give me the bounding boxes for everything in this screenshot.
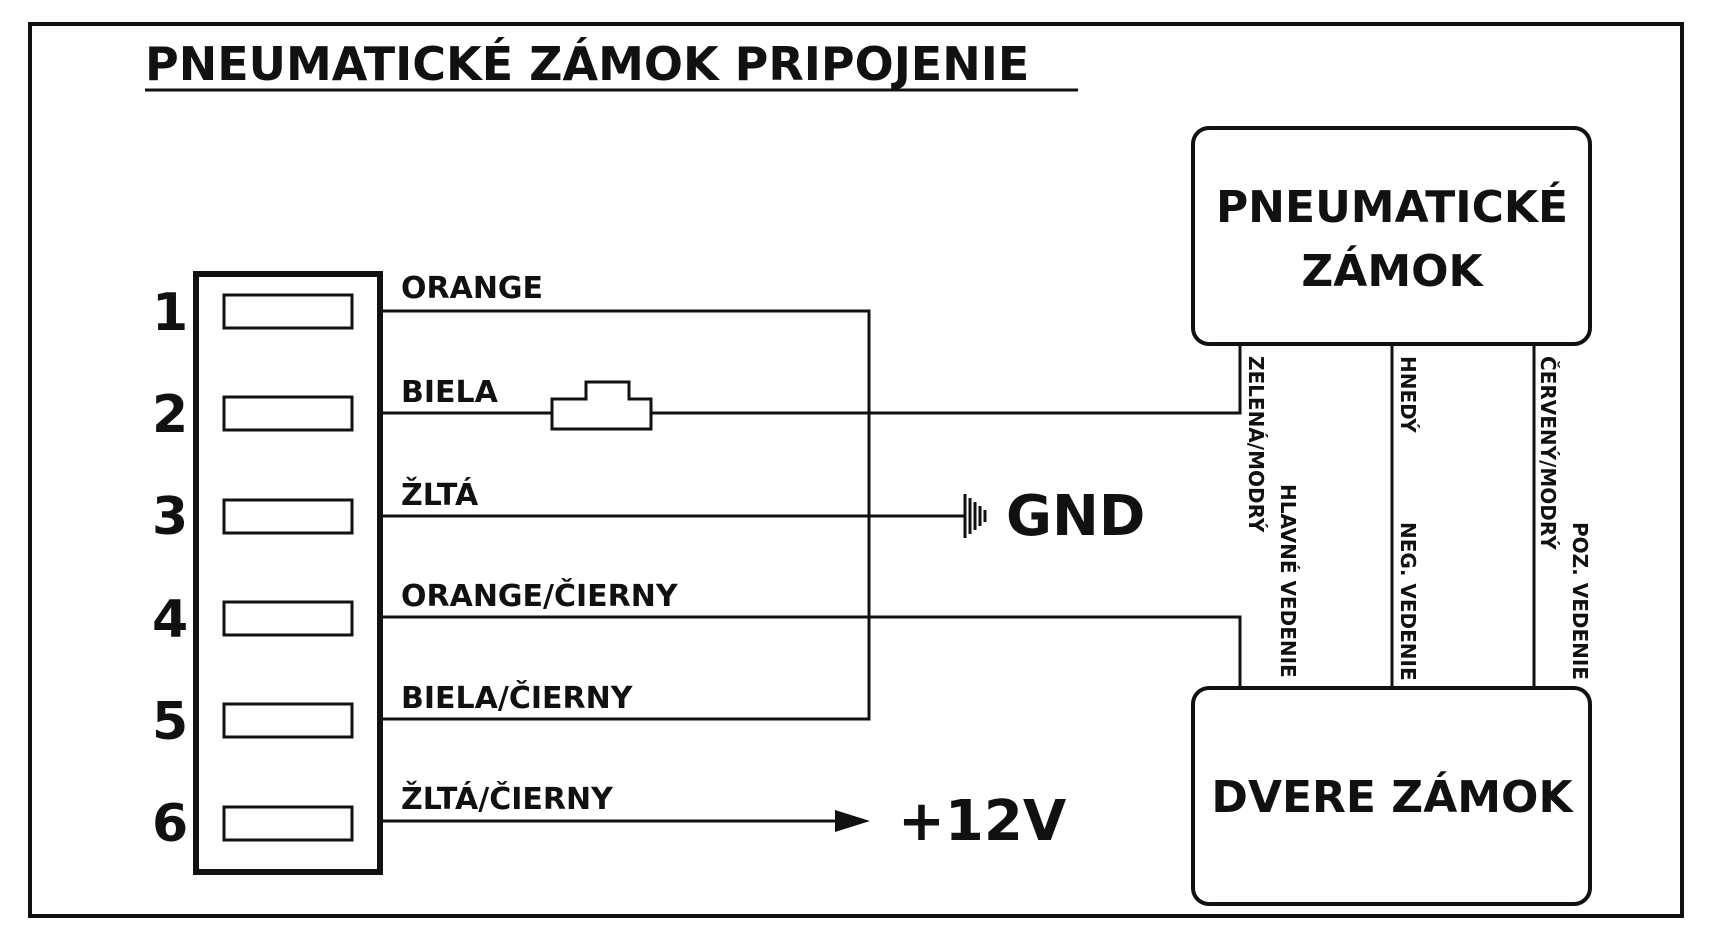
vertical-label-cerveny-modry: ČERVENÝ/MODRÝ (1536, 356, 1560, 550)
vertical-label-hlavne-vedenie: HLAVNÉ VEDENIE (1276, 484, 1300, 678)
arrow-icon (835, 810, 870, 832)
ground-icon (963, 494, 987, 538)
pin-number-1: 1 (152, 283, 188, 343)
pin-number-6: 6 (152, 794, 188, 854)
connector-slot-2 (222, 395, 354, 432)
wire-label-6: ŽLTÁ/ČIERNY (401, 780, 614, 817)
diagram-title: PNEUMATICKÉ ZÁMOK PRIPOJENIE (145, 37, 1029, 91)
door-lock-label: DVERE ZÁMOK (1211, 770, 1574, 823)
connector-slot-3 (222, 498, 354, 535)
outer-frame (28, 22, 1684, 918)
wire-label-3: ŽLTÁ (401, 477, 479, 513)
pin-number-2: 2 (152, 385, 188, 445)
connector-slot-4 (222, 600, 354, 637)
wire-label-2: BIELA (401, 375, 499, 410)
pneumatic-lock-box (1191, 126, 1592, 346)
vertical-label-zelena-modry: ZELENÁ/MODRÝ (1244, 356, 1268, 533)
wire-label-1: ORANGE (401, 271, 543, 306)
pneumatic-lock-label-line1: PNEUMATICKÉ (1216, 180, 1568, 233)
wire-label-4: ORANGE/ČIERNY (401, 577, 679, 614)
gnd-label: GND (1006, 484, 1145, 549)
connector-slot-1 (222, 293, 354, 330)
pin-number-3: 3 (152, 487, 188, 547)
connector-slot-6 (222, 805, 354, 842)
pneumatic-lock-label-line2: ZÁMOK (1301, 244, 1484, 297)
vertical-label-neg-vedenie: NEG. VEDENIE (1396, 522, 1420, 681)
power-label: +12V (898, 789, 1067, 854)
wire-label-5: BIELA/ČIERNY (401, 679, 634, 716)
pin-number-4: 4 (152, 590, 188, 650)
wire-2 (380, 346, 1242, 415)
wire-4 (380, 615, 1242, 690)
pin-number-5: 5 (152, 692, 188, 752)
vertical-label-hnedy: HNEDÝ (1396, 356, 1420, 433)
vertical-label-poz-vedenie: POZ. VEDENIE (1568, 522, 1592, 680)
fuse-symbol (550, 380, 653, 431)
connector-block (193, 271, 383, 875)
connector-slot-5 (222, 702, 354, 739)
